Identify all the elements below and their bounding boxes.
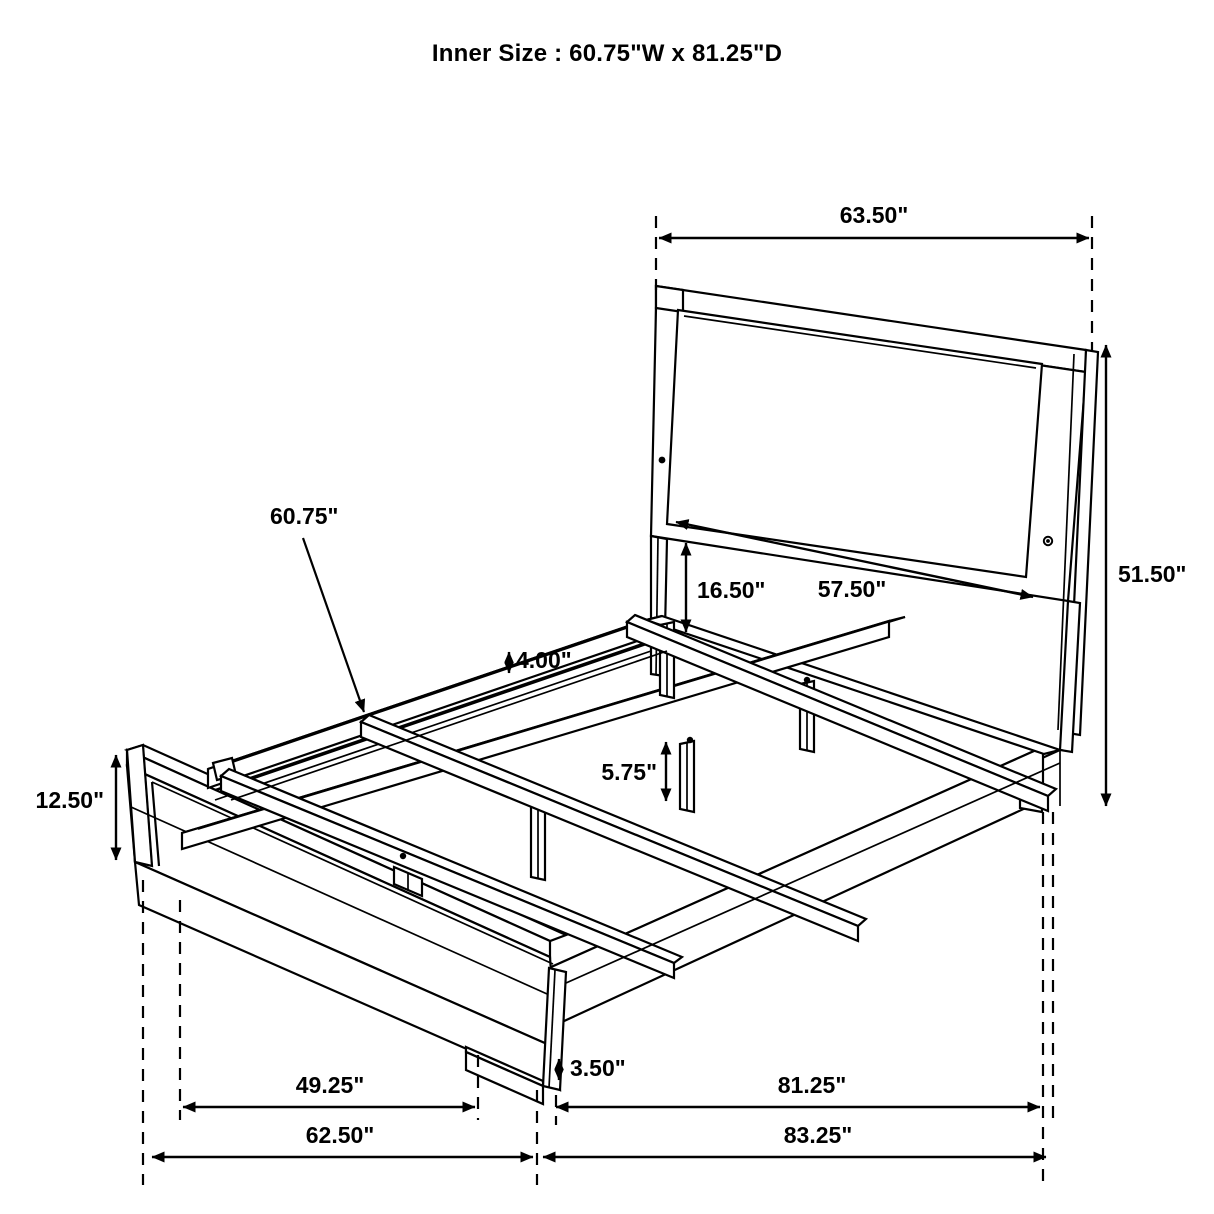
- right-side-rail-face: [547, 745, 1045, 1030]
- center-rail-screw-hole-2: [686, 736, 694, 744]
- dimline-panel-width: [675, 519, 1034, 600]
- center-support-rail-edge: [197, 616, 906, 830]
- headboard-left-post-lower-edge: [655, 536, 659, 676]
- dimlabel-panel-width: 57.50": [818, 576, 886, 602]
- back-rail-top: [642, 614, 1064, 756]
- headboard-left-screw-hole: [658, 456, 666, 464]
- dimlabel-slat-height: 16.50": [697, 577, 765, 603]
- left-inner-rail-lower-edge: [214, 650, 652, 801]
- left-inner-rail-edge: [223, 615, 663, 766]
- headboard-right-edge-inner: [1057, 353, 1075, 731]
- dimlabel-overall-length: 83.25": [784, 1122, 852, 1148]
- headboard-panel-depth-line: [683, 315, 1037, 369]
- dimlabel-foot-outer-width: 62.50": [306, 1122, 374, 1148]
- dimlabel-footboard-height: 12.50": [36, 787, 104, 813]
- dimension-lines: 63.50" 51.50" 16.50" 57.50" 60.75" 4.00"…: [36, 202, 1186, 1163]
- footboard-screw-hole: [399, 852, 407, 860]
- dimlabel-foot-inner-width: 49.25": [296, 1072, 364, 1098]
- footboard-right-corner-post-inner: [548, 969, 556, 1089]
- page-title: Inner Size : 60.75"W x 81.25"D: [431, 40, 783, 67]
- footboard-right-foot-body: [464, 1050, 545, 1106]
- dimlabel-slat-span: 60.75": [270, 503, 338, 529]
- footboard-panel-line-a: [151, 781, 554, 965]
- leader-slat-span: [301, 537, 366, 713]
- cross-slat-2-face: [359, 720, 860, 943]
- dimlabel-headboard-height: 51.50": [1118, 561, 1186, 587]
- bed-frame-assembly: [123, 613, 1064, 1106]
- dimlabel-ledge-drop: 4.00": [516, 647, 572, 673]
- center-rail-screw-hole-3: [803, 676, 811, 684]
- dimlabel-headboard-width: 63.50": [840, 202, 908, 228]
- headboard-right-post-lower: [1058, 599, 1082, 754]
- cross-slat-1-face: [219, 774, 676, 980]
- ledge-line-right: [565, 762, 1061, 984]
- headboard-right-screw-hole-center: [1046, 539, 1050, 543]
- footboard-left-post-inner: [142, 744, 153, 867]
- dimlabel-inner-length: 81.25": [778, 1072, 846, 1098]
- dimlabel-center-leg: 5.75": [601, 759, 657, 785]
- cross-slat-3-face: [625, 620, 1050, 813]
- ledge-line-left: [230, 650, 668, 801]
- extension-lines: [141, 216, 1094, 1185]
- footboard-left-inner-return: [150, 781, 161, 867]
- dimlabel-foot-leg: 3.50": [570, 1055, 626, 1081]
